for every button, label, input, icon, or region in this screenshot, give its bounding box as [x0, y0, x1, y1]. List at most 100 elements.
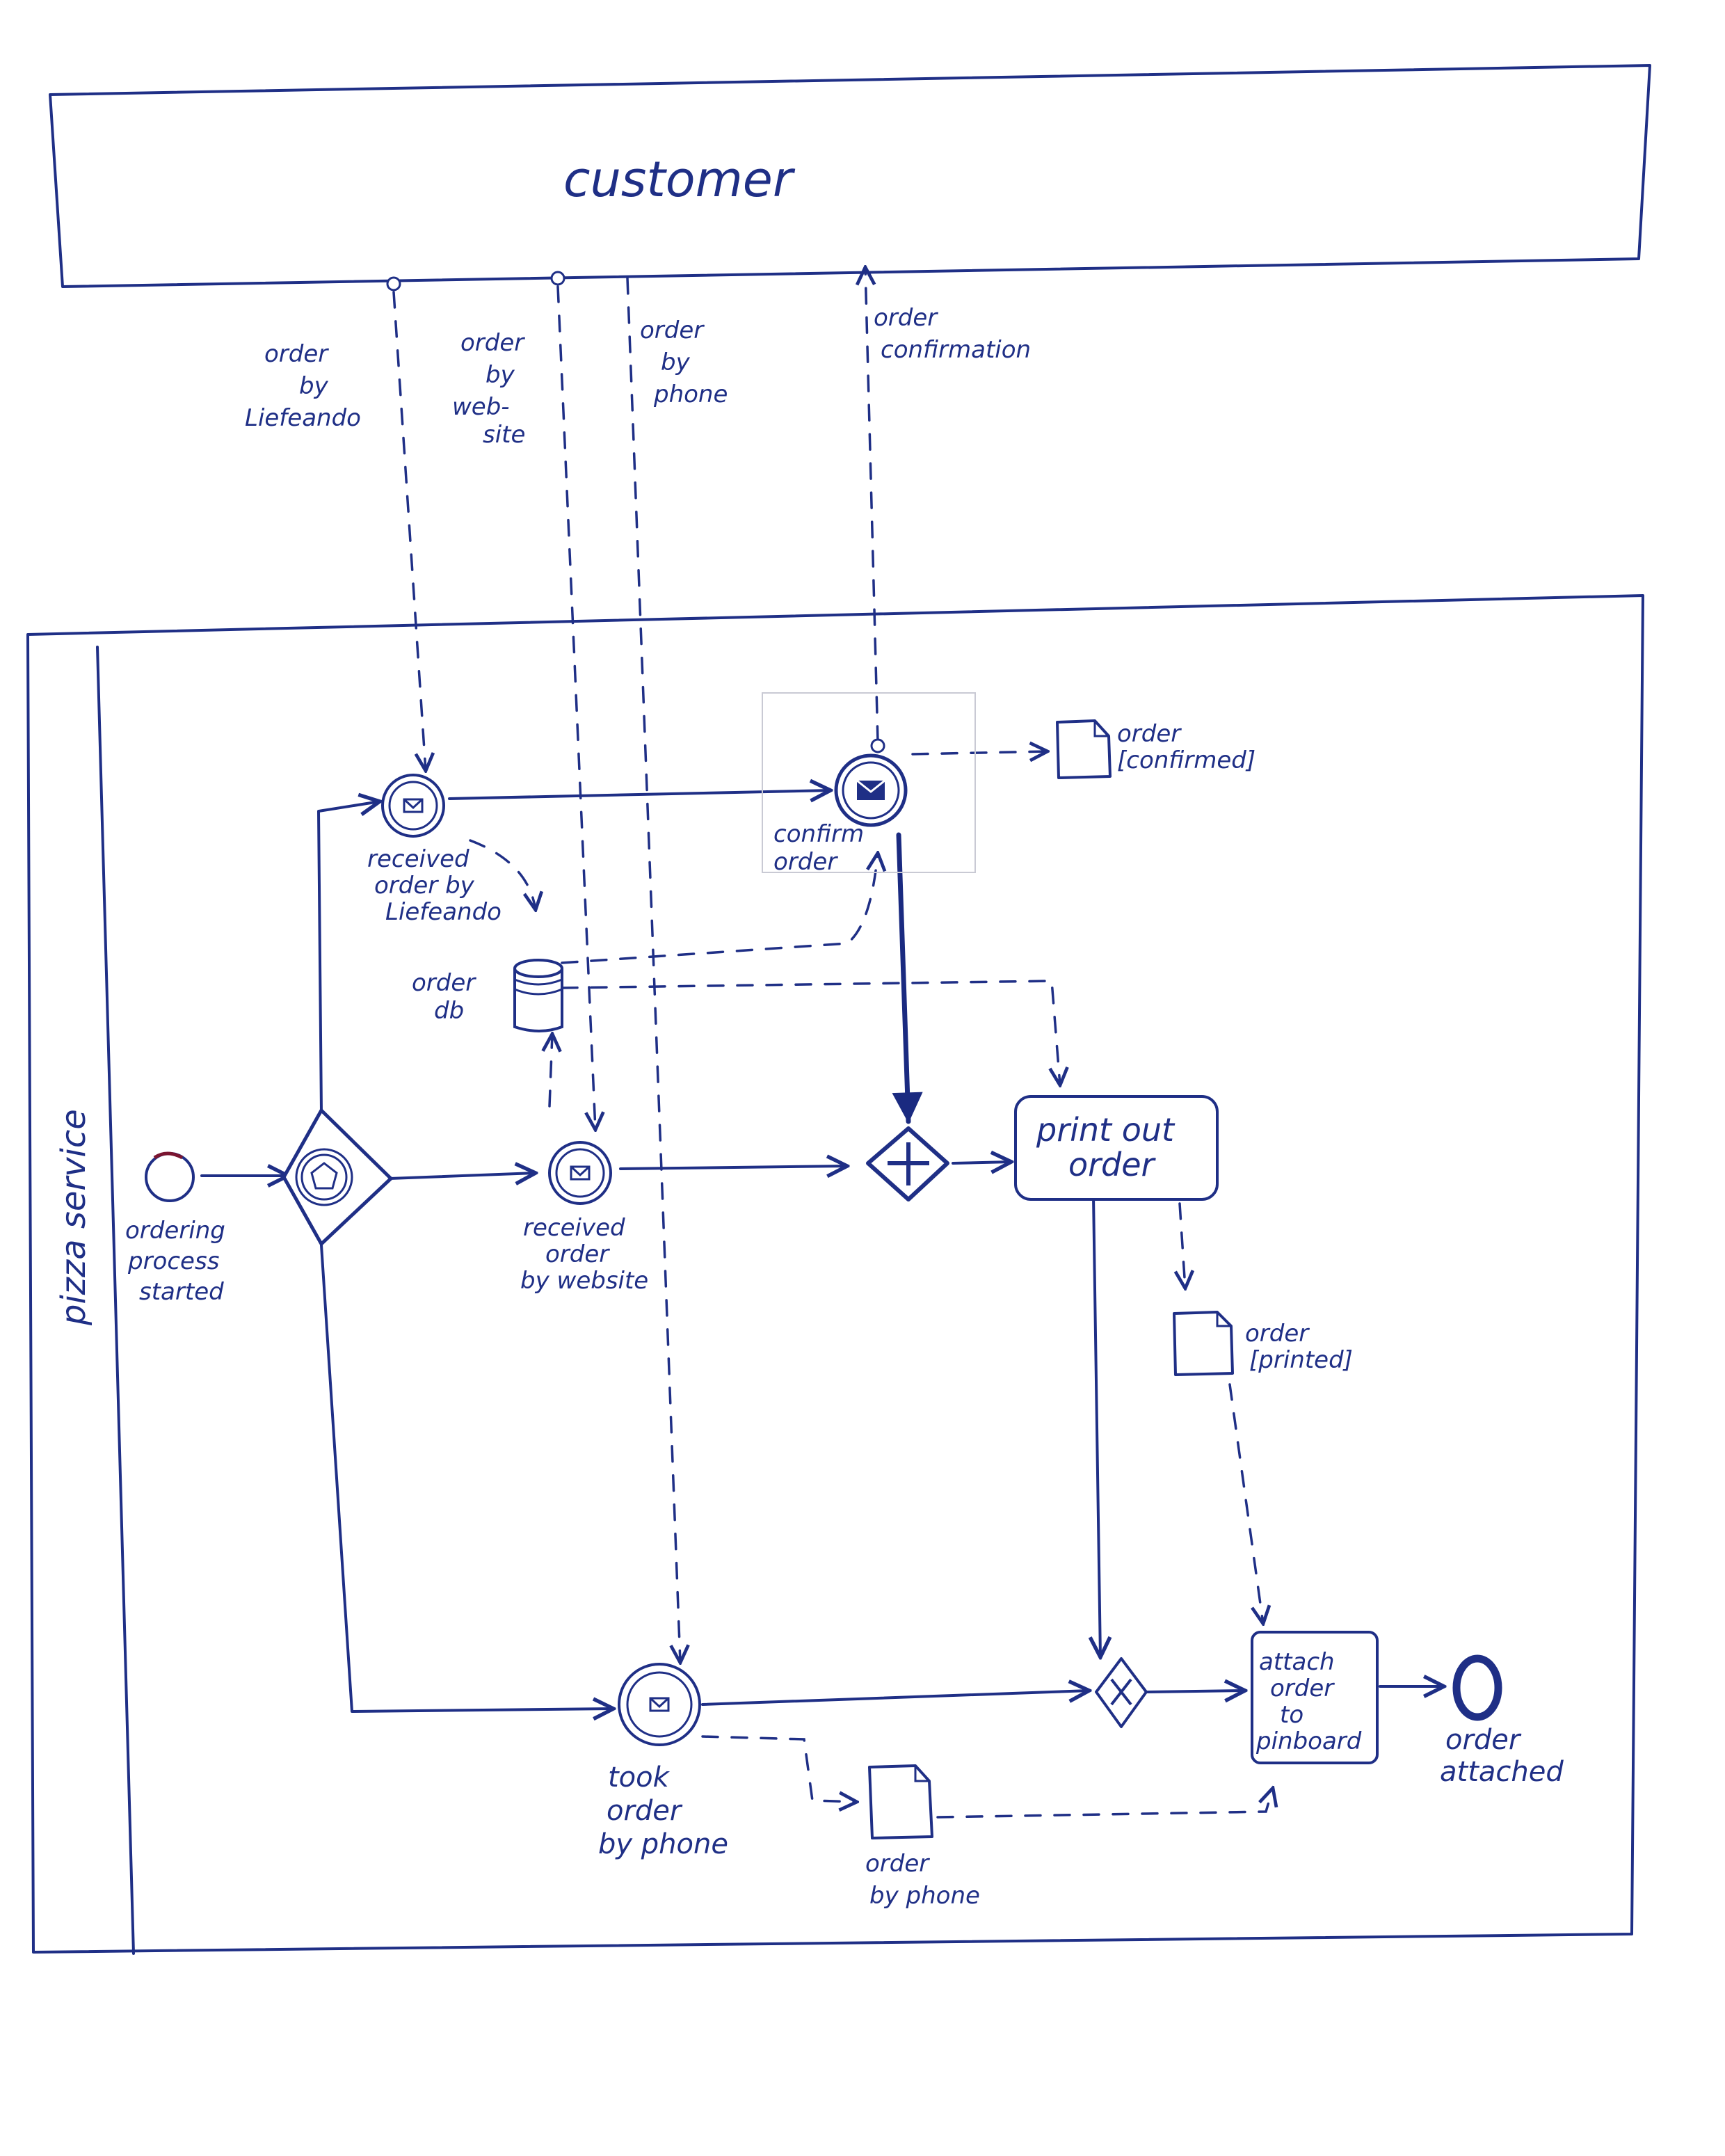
- svg-text:process: process: [127, 1247, 219, 1275]
- received-order-lieferando-event: [381, 774, 445, 838]
- start-event: [145, 1151, 195, 1202]
- assoc-db-to-print: [561, 980, 1060, 1085]
- svg-text:ordering: ordering: [125, 1217, 225, 1245]
- received-order-lieferando-label: received order by Liefeando: [367, 845, 502, 926]
- took-order-phone-label: took order by phone: [598, 1762, 728, 1860]
- flow-gateway-to-phone: [320, 1244, 613, 1711]
- attach-order-label: attach order to pinboard: [1255, 1648, 1362, 1755]
- print-out-order-label: print out order: [1036, 1111, 1176, 1183]
- print-out-order-task: [1014, 1095, 1219, 1201]
- document-icon: [868, 1764, 933, 1839]
- svg-text:phone: phone: [653, 381, 728, 408]
- svg-text:pinboard: pinboard: [1255, 1727, 1362, 1755]
- svg-text:order: order: [773, 848, 838, 876]
- svg-text:Liefeando: Liefeando: [385, 898, 502, 926]
- x-icon: [1110, 1678, 1132, 1706]
- message-flow-phone-label: order by phone: [640, 317, 728, 408]
- svg-text:by phone: by phone: [598, 1828, 728, 1860]
- svg-text:order: order: [1245, 1320, 1310, 1348]
- received-order-website-label: received order by website: [520, 1214, 648, 1295]
- order-confirmed-label: order [confirmed]: [1117, 720, 1255, 774]
- assoc-printed-doc-to-attach: [1228, 1383, 1263, 1624]
- message-flow-origin-lieferando: [386, 276, 401, 292]
- svg-text:by: by: [299, 372, 329, 400]
- svg-text:by website: by website: [520, 1267, 648, 1295]
- confirm-order-label: confirm order: [773, 820, 864, 876]
- message-flow-confirmation: [865, 267, 879, 743]
- svg-text:by: by: [661, 349, 691, 376]
- pizza-service-pool: [26, 594, 1644, 1954]
- svg-text:site: site: [483, 421, 525, 449]
- message-flow-phone: [626, 277, 680, 1663]
- assoc-website-to-db: [549, 1034, 552, 1108]
- svg-text:order: order: [264, 340, 329, 368]
- svg-text:attach: attach: [1259, 1648, 1335, 1676]
- took-order-phone-event: [618, 1663, 701, 1746]
- svg-text:db: db: [434, 997, 464, 1025]
- flow-gateway-to-website: [388, 1173, 536, 1179]
- svg-text:took: took: [608, 1762, 671, 1794]
- flow-phone-to-xor: [701, 1691, 1089, 1706]
- assoc-phone-doc-to-attach: [936, 1788, 1273, 1819]
- customer-pool: [49, 64, 1651, 288]
- svg-text:to: to: [1280, 1701, 1303, 1729]
- svg-text:order: order: [865, 1850, 930, 1878]
- message-flow-website: [556, 285, 595, 1130]
- end-event-label: order attached: [1440, 1724, 1564, 1788]
- message-flow-origin-confirmation: [870, 738, 885, 753]
- assoc-db-to-confirm: [561, 853, 878, 964]
- flow-print-to-xor: [1093, 1195, 1100, 1657]
- order-db-label: order db: [412, 969, 476, 1025]
- parallel-gateway: [866, 1126, 949, 1201]
- event-based-gateway: [282, 1108, 393, 1246]
- document-icon: [1056, 719, 1112, 779]
- message-flow-origin-website: [550, 271, 565, 286]
- received-order-website-event: [548, 1141, 612, 1205]
- flow-xor-to-attach: [1146, 1691, 1245, 1692]
- assoc-confirm-to-doc: [911, 751, 1048, 754]
- flow-confirm-to-parallel: [892, 832, 923, 1124]
- message-flow-lieferando-label: order by Liefeando: [245, 340, 361, 432]
- exclusive-gateway: [1095, 1657, 1148, 1728]
- svg-text:print out: print out: [1036, 1111, 1176, 1149]
- confirm-order-event: [834, 753, 908, 827]
- customer-pool-label: customer: [563, 151, 796, 208]
- flow-lieferando-to-confirm: [448, 790, 831, 799]
- confirm-order-selection-box: [762, 692, 976, 873]
- svg-text:received: received: [523, 1214, 625, 1242]
- svg-text:order: order: [545, 1240, 610, 1268]
- svg-text:order: order: [874, 304, 938, 332]
- svg-text:by: by: [486, 361, 515, 389]
- svg-text:order: order: [460, 329, 525, 357]
- end-event: [1452, 1654, 1502, 1721]
- svg-text:received: received: [367, 845, 470, 873]
- plus-icon: [888, 1142, 929, 1185]
- svg-text:order: order: [640, 317, 705, 344]
- pizza-service-lane-divider: [96, 646, 135, 1955]
- order-printed-label: order [printed]: [1245, 1320, 1353, 1374]
- svg-text:started: started: [139, 1278, 224, 1306]
- assoc-print-to-printed-doc: [1180, 1202, 1185, 1288]
- message-flow-lieferando: [392, 291, 426, 771]
- svg-text:attached: attached: [1440, 1756, 1564, 1788]
- message-flow-website-label: order by web- site: [452, 329, 525, 449]
- document-icon: [1173, 1311, 1234, 1376]
- svg-text:web-: web-: [452, 393, 510, 421]
- start-event-label: ordering process started: [125, 1217, 225, 1306]
- database-icon: [513, 959, 563, 1032]
- svg-text:order: order: [1445, 1724, 1522, 1756]
- svg-text:confirm: confirm: [773, 820, 864, 848]
- svg-text:by phone: by phone: [869, 1882, 980, 1910]
- flow-parallel-to-print: [952, 1162, 1011, 1163]
- svg-text:order: order: [607, 1795, 683, 1827]
- svg-text:order: order: [1117, 720, 1182, 748]
- pentagon-icon: [310, 1162, 338, 1190]
- message-flow-confirmation-label: order confirmation: [874, 304, 1031, 364]
- svg-text:order: order: [1068, 1146, 1157, 1183]
- assoc-lieferando-to-db: [469, 839, 536, 910]
- svg-text:[printed]: [printed]: [1249, 1346, 1353, 1374]
- attach-order-task: [1251, 1631, 1379, 1764]
- svg-text:[confirmed]: [confirmed]: [1117, 746, 1255, 774]
- order-by-phone-doc-label: order by phone: [865, 1850, 980, 1910]
